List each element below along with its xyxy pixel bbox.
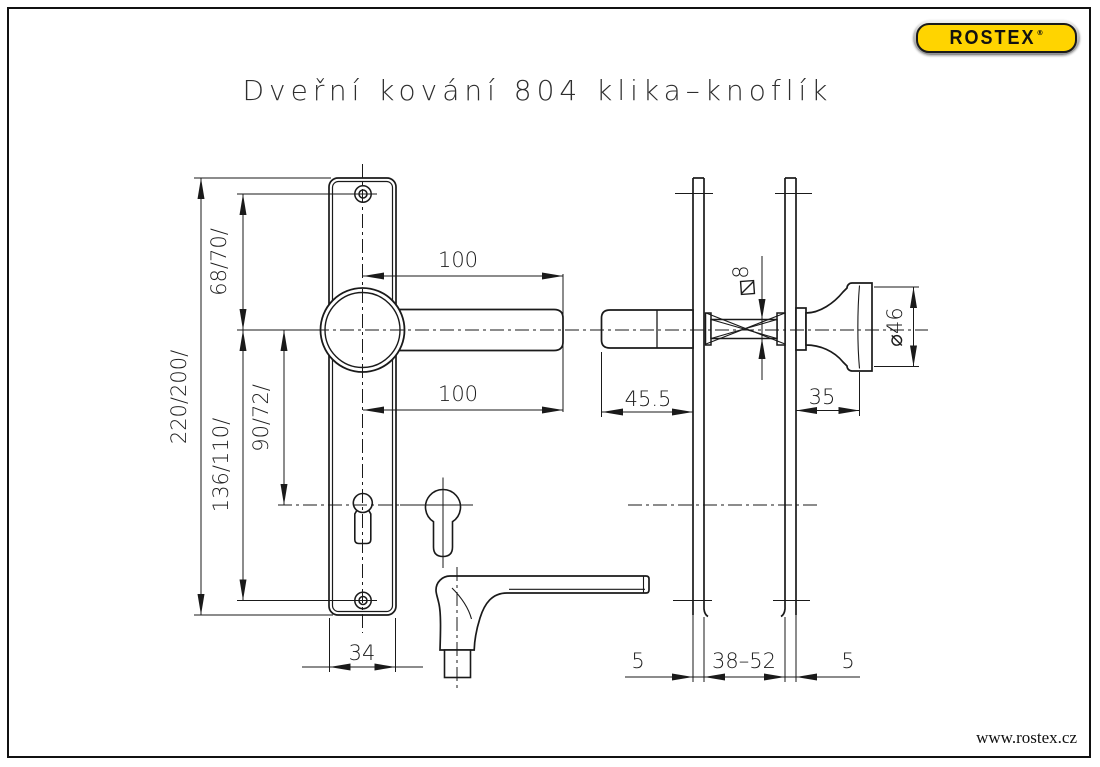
dim-top-screw-to-handle: 68/70/ (207, 228, 231, 296)
dimension-arrows (197, 178, 917, 681)
page-border (7, 7, 1091, 758)
dim-plate-width: 34 (349, 641, 376, 665)
dim-plate-thickness-left: 5 (631, 649, 644, 673)
front-view (319, 177, 650, 679)
dim-door-thickness: 38–52 (712, 649, 776, 673)
handle-side-profile (435, 575, 650, 679)
square-section-icon (739, 279, 756, 296)
website-url: www.rostex.cz (976, 728, 1077, 747)
right-plate-edge (780, 177, 797, 618)
drawing-title: Dveřní kování 804 klika–knoflík (242, 74, 833, 107)
screw-axis-ticks (673, 193, 812, 601)
dim-handle-to-lock: 90/72/ (249, 384, 273, 452)
handle-grip-side (600, 309, 694, 349)
centerlines (240, 164, 928, 688)
backplate-inner (331, 180, 394, 613)
dim-knob-diameter: ⌀46 (883, 307, 907, 346)
dim-lever-length-top: 100 (438, 248, 478, 272)
dim-plate-height: 220/200/ (167, 350, 191, 444)
dim-lever-length-bottom: 100 (438, 382, 478, 406)
dim-handle-projection: 45.5 (625, 387, 672, 411)
dimension-labels: 220/200/ 68/70/ 136/110/ 90/72/ 100 100 … (167, 228, 907, 673)
rostex-logo-text: ROSTEX (949, 25, 1036, 49)
knob-side (795, 282, 873, 372)
left-plate-edge (692, 177, 709, 618)
dim-spindle-square: 8 (729, 265, 753, 278)
side-view (600, 177, 873, 618)
dim-handle-to-bottom-screw: 136/110/ (209, 418, 233, 512)
rostex-logo-badge: ROSTEX ® (916, 22, 1077, 53)
dim-knob-projection: 35 (809, 385, 836, 409)
registered-trademark-icon: ® (1036, 28, 1044, 37)
dim-plate-thickness-right: 5 (841, 649, 854, 673)
dimension-lines (194, 177, 919, 682)
rostex-logo: ROSTEX ® (913, 20, 1080, 55)
cylinder-profile (400, 477, 473, 568)
spindle-assembly (704, 312, 786, 346)
